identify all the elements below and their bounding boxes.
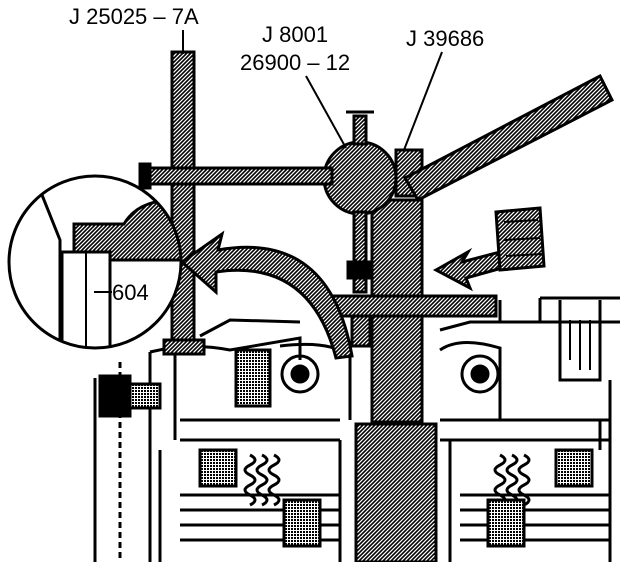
fixture-j39686 <box>394 73 615 202</box>
label-part-604: 604 <box>112 280 149 305</box>
label-26900-12: 26900 – 12 <box>240 50 350 75</box>
gauge-j8001 <box>322 110 398 294</box>
curved-arrow-icon <box>179 230 354 360</box>
center-shaft <box>328 198 498 562</box>
housing-assembly <box>93 296 620 562</box>
label-j39686: J 39686 <box>406 26 484 51</box>
leader-lines <box>182 30 443 151</box>
arrow-left-icon <box>432 206 546 292</box>
label-j8001: J 8001 <box>262 22 328 47</box>
detail-callout-circle <box>7 174 183 350</box>
label-j25025: J 25025 – 7A <box>69 4 199 29</box>
